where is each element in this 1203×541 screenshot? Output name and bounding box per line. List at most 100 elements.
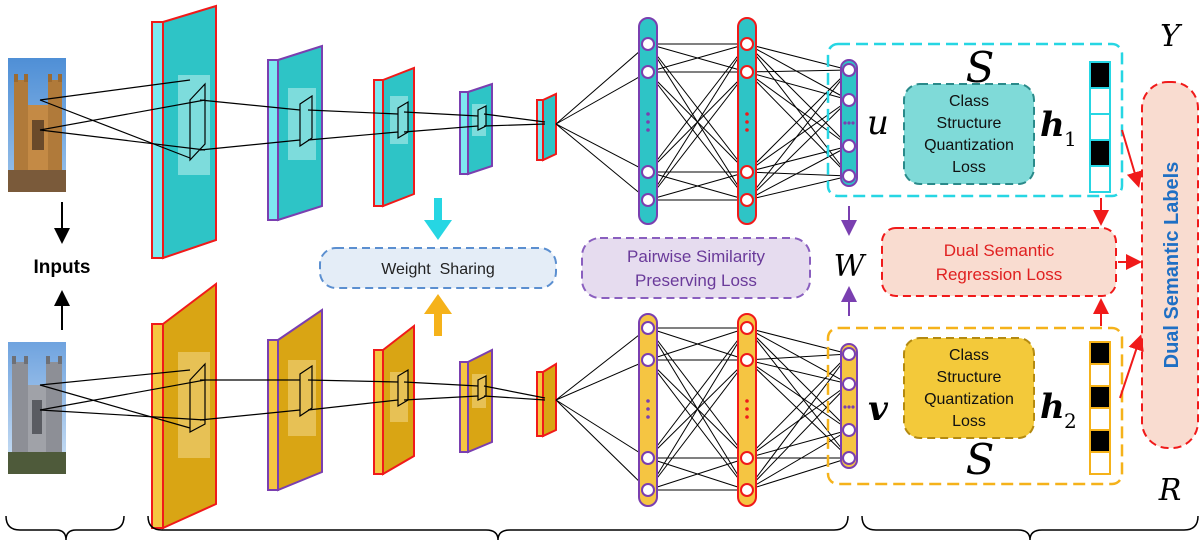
- fc-connection: [555, 399, 649, 459]
- fc-connection: [647, 43, 748, 201]
- fc-connection: [746, 43, 850, 147]
- symbol-h2-subscript: 2: [1064, 409, 1077, 433]
- weight-sharing-arrow-up: [424, 294, 452, 336]
- fc-node: [641, 451, 655, 465]
- cs-loss-top-line1: Class: [949, 93, 989, 110]
- fc-connection: [746, 43, 850, 177]
- fc-node: [740, 321, 754, 335]
- fc-connection: [746, 69, 850, 173]
- symbol-h2-letter: h: [1040, 387, 1065, 427]
- dual-semantic-labels-text: Dual Semantic Labels: [1161, 162, 1183, 369]
- fc-connection: [647, 327, 748, 491]
- fc-connection: [746, 429, 850, 459]
- cnn-bottom: [39, 281, 557, 530]
- hash-bit: [1089, 87, 1111, 115]
- symbol-h1-letter: h: [1040, 105, 1065, 145]
- fc-connection: [746, 71, 850, 177]
- symbol-r: R: [1158, 473, 1182, 508]
- ellipsis-dot: [745, 120, 749, 124]
- fc-connection: [746, 383, 850, 491]
- fc-connection: [746, 99, 850, 173]
- fc-connection: [647, 171, 748, 201]
- hash-bit: [1089, 363, 1111, 387]
- hash-code-h1: [1089, 61, 1111, 193]
- ellipsis-dot: [646, 128, 650, 132]
- fc-node: [641, 483, 655, 497]
- weight-sharing-label: Weight Sharing: [381, 261, 495, 278]
- ellipsis-dot: [745, 112, 749, 116]
- cs-loss-top-line3: Quantization: [924, 137, 1014, 154]
- cnn-top: [39, 4, 557, 260]
- symbol-v: v: [868, 389, 889, 429]
- ellipsis-dot: [843, 405, 847, 409]
- top-branch-frame: [826, 42, 1124, 198]
- cs-loss-bottom-box: Class Structure Quantization Loss: [903, 337, 1035, 439]
- labels-to-h1-arrow: [1121, 129, 1143, 188]
- regression-loss-line2: Regression Loss: [936, 265, 1063, 284]
- symbol-y: Y: [1160, 19, 1183, 54]
- dual-semantic-labels-box: Dual Semantic Labels: [1141, 81, 1199, 449]
- fc-node: [842, 423, 856, 437]
- fc-node: [740, 37, 754, 51]
- inputs-label: Inputs: [34, 257, 91, 278]
- fc-connection: [746, 71, 850, 147]
- fc-bottom-connections: [555, 327, 850, 491]
- fc-node: [641, 321, 655, 335]
- ellipsis-dot: [646, 112, 650, 116]
- cs-loss-bottom-line2: Structure: [937, 369, 1002, 386]
- fc-connection: [746, 359, 850, 431]
- ellipsis-dot: [646, 407, 650, 411]
- symbol-h1-subscript: 1: [1064, 127, 1077, 151]
- fc-connection: [555, 399, 649, 491]
- fc-connection: [746, 43, 850, 101]
- fc-connection: [746, 69, 850, 201]
- fc-connection: [746, 327, 850, 355]
- fc-bottom-nodes: [641, 321, 856, 497]
- fc-connection: [746, 71, 850, 101]
- symbol-w: W: [834, 249, 867, 284]
- fc-connection: [746, 99, 850, 201]
- hash-bit: [1089, 451, 1111, 475]
- fc-connection: [555, 43, 649, 125]
- ellipsis-dot: [851, 405, 855, 409]
- input-image-bottom: [8, 342, 66, 474]
- fc-connection: [647, 327, 748, 361]
- ellipsis-dot: [847, 405, 851, 409]
- fc-connection: [746, 429, 850, 491]
- fc-node: [740, 451, 754, 465]
- fc-node: [842, 139, 856, 153]
- fc-node: [842, 169, 856, 183]
- symbol-s-bottom: S: [966, 435, 995, 484]
- fc-connection: [746, 43, 850, 71]
- cs-loss-top-line4: Loss: [952, 159, 986, 176]
- fc-connection: [746, 145, 850, 173]
- ellipsis-dot: [843, 121, 847, 125]
- fc-node: [842, 377, 856, 391]
- pairwise-loss-line2: Preserving Loss: [635, 271, 757, 290]
- pairwise-loss-line1: Pairwise Similarity: [627, 247, 765, 266]
- fc-node: [641, 165, 655, 179]
- fc-top-connections: [555, 43, 850, 201]
- cs-loss-bottom-line1: Class: [949, 347, 989, 364]
- fc-connection: [555, 327, 649, 401]
- section-braces: [5, 515, 1199, 541]
- hash-bit: [1089, 61, 1111, 89]
- weight-sharing-arrow-down: [424, 198, 452, 240]
- labels-to-h2-arrow: [1119, 334, 1144, 399]
- ellipsis-dot: [745, 399, 749, 403]
- fc-node: [740, 483, 754, 497]
- fc-node: [740, 193, 754, 207]
- fc-connection: [746, 145, 850, 201]
- fc-connection: [746, 359, 850, 459]
- fc-connection: [746, 383, 850, 459]
- symbol-h2: h 2: [1040, 387, 1077, 433]
- fc-connection: [746, 359, 850, 385]
- fc-node: [740, 165, 754, 179]
- fc-connection: [647, 457, 748, 491]
- hash-bit: [1089, 165, 1111, 193]
- fc-connection: [647, 359, 748, 491]
- fc-connection: [746, 457, 850, 491]
- fc-connection: [746, 327, 850, 385]
- fc-connection: [647, 43, 748, 73]
- ellipsis-dot: [745, 415, 749, 419]
